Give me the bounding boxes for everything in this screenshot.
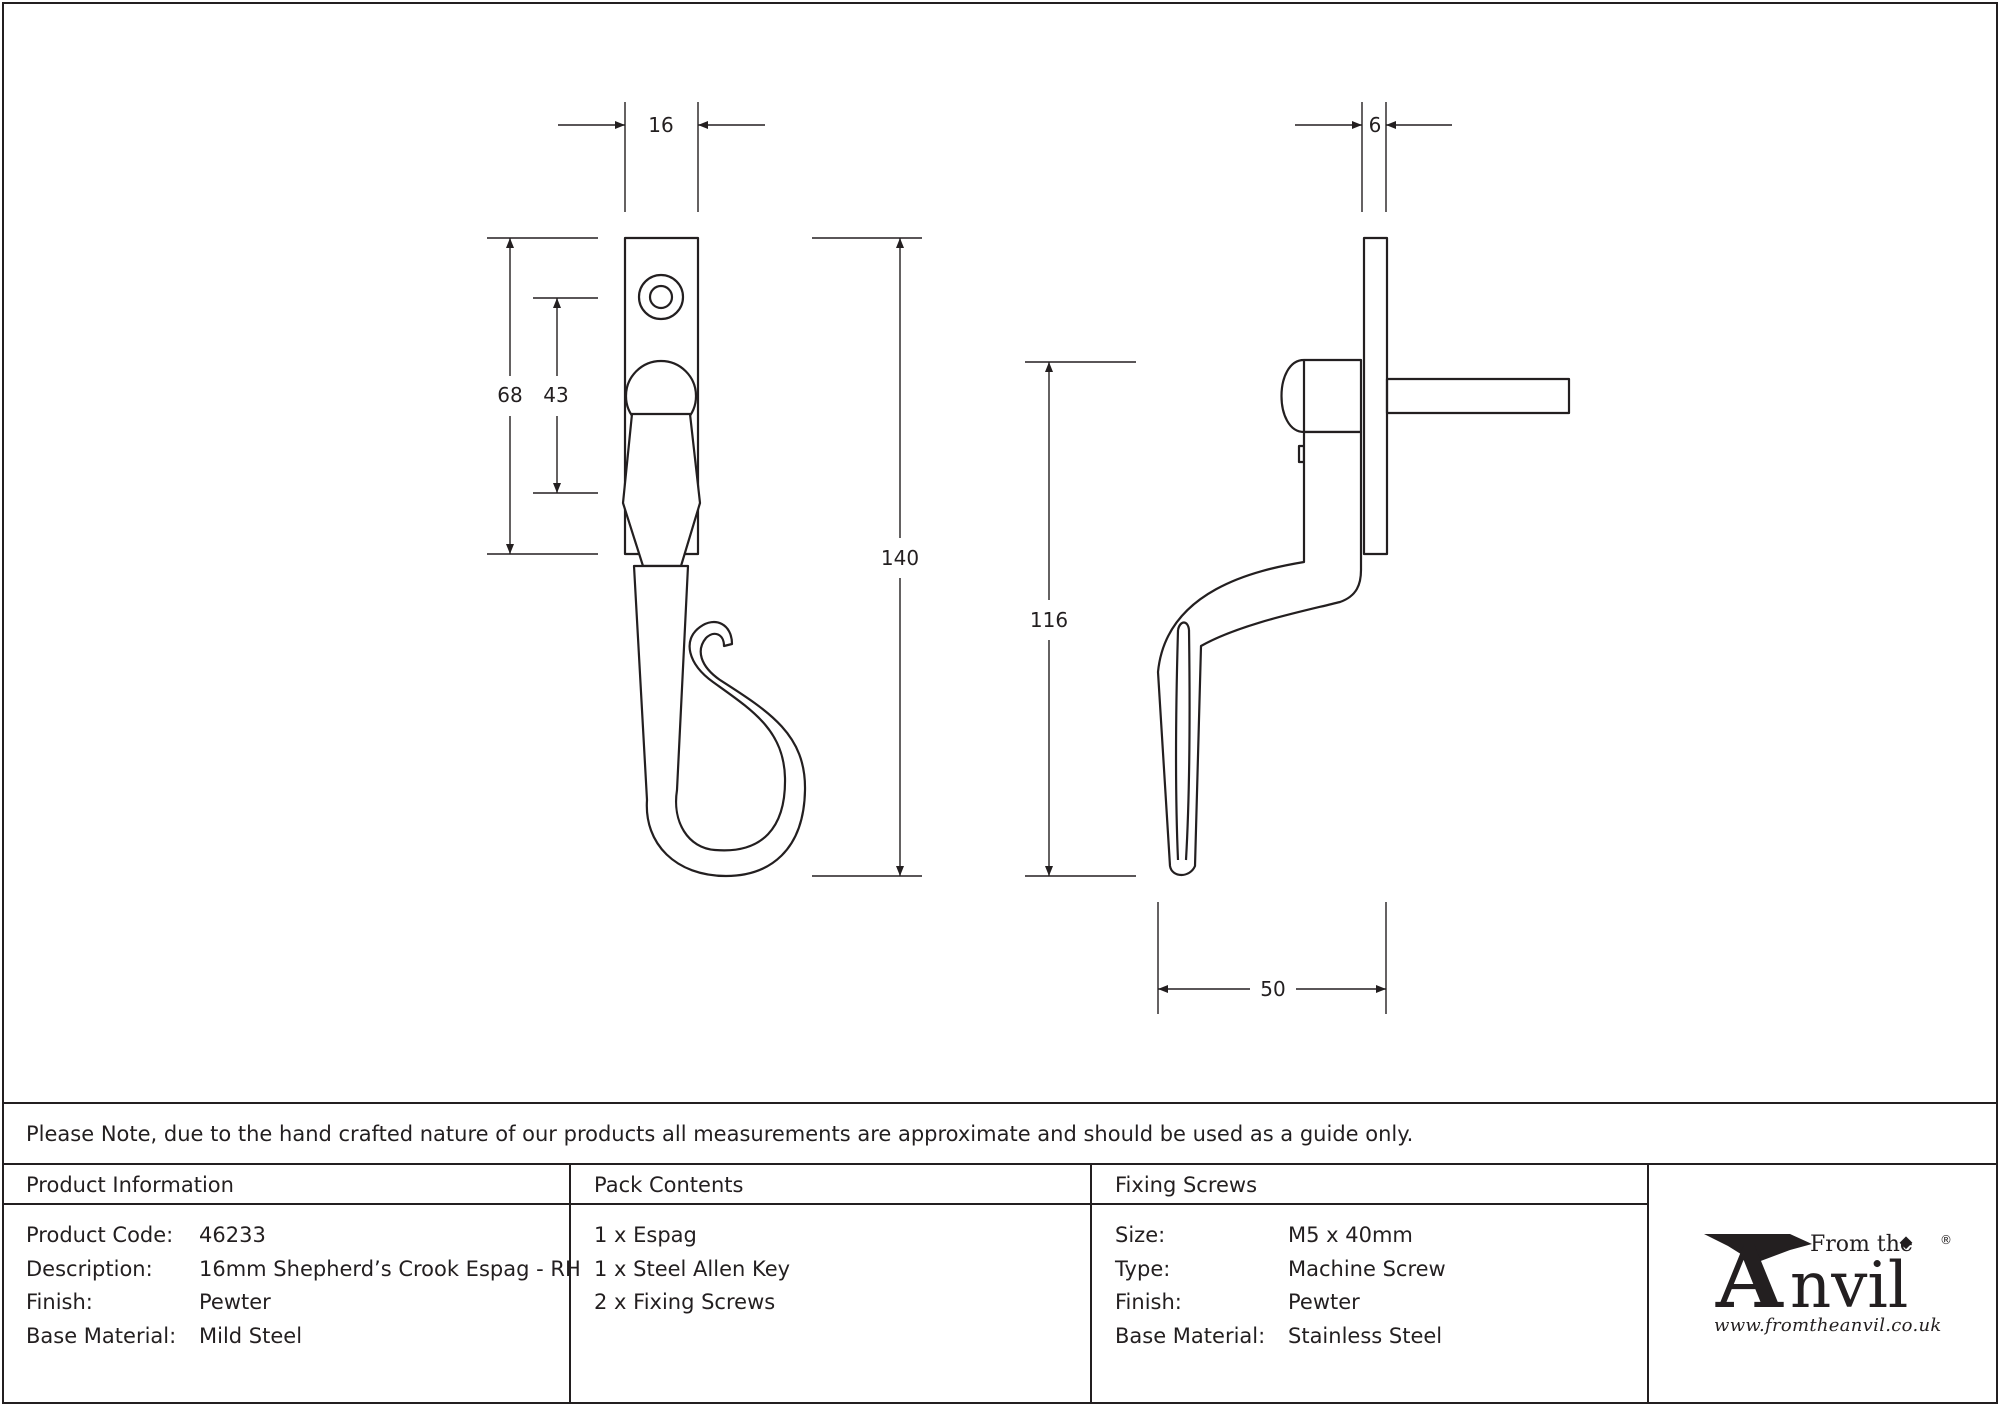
logo-from-the: From the (1810, 1232, 1913, 1257)
pack-item: 1 x Espag (594, 1223, 697, 1247)
diamond-icon (1899, 1236, 1913, 1250)
front-view (621, 236, 807, 878)
side-handle-inner-slot (1175, 621, 1191, 861)
screw-size-value: M5 x 40mm (1288, 1223, 1413, 1247)
description-label: Description: (26, 1257, 153, 1281)
screw-finish-value: Pewter (1288, 1290, 1360, 1314)
side-view (1156, 236, 1571, 877)
dim-front-height-inner: 43 (543, 383, 569, 407)
disclaimer-note: Please Note, due to the hand crafted nat… (26, 1122, 1414, 1146)
side-handle-profile (1156, 430, 1363, 877)
dim-side-height: 116 (1029, 608, 1069, 632)
side-backplate (1362, 236, 1389, 556)
product-code-value: 46233 (199, 1223, 266, 1247)
description-value: 16mm Shepherd’s Crook Espag - RH (199, 1257, 581, 1281)
dim-front-height-total: 140 (880, 546, 920, 570)
shepherds-crook-handle (632, 564, 807, 878)
anvil-logo-mark: A nvil ® (1704, 1227, 1952, 1328)
pack-item: 2 x Fixing Screws (594, 1290, 776, 1314)
pack-contents-heading: Pack Contents (594, 1173, 744, 1197)
boss-cap (1280, 358, 1363, 434)
upper-screw-hole-inner (648, 284, 674, 310)
screw-size-label: Size: (1115, 1223, 1166, 1247)
anvil-icon (1704, 1234, 1812, 1262)
screw-base-material-label: Base Material: (1115, 1324, 1266, 1348)
handle-diamond (621, 412, 702, 568)
screw-type-label: Type: (1115, 1257, 1171, 1281)
logo-wordmark-nvil: nvil (1790, 1249, 1908, 1323)
dim-front-height-upper: 68 (497, 383, 523, 407)
dim-side-depth: 6 (1368, 113, 1382, 137)
dim-side-width: 50 (1260, 977, 1286, 1001)
spindle (1385, 377, 1571, 415)
dimension-lines (487, 102, 1452, 1014)
product-code-label: Product Code: (26, 1223, 174, 1247)
finish-label: Finish: (26, 1290, 93, 1314)
screw-base-material-value: Stainless Steel (1288, 1324, 1443, 1348)
product-info-heading: Product Information (26, 1173, 234, 1197)
base-material-label: Base Material: (26, 1324, 177, 1348)
logo-wordmark-A: A (1715, 1227, 1784, 1328)
upper-screw-hole-outer (637, 273, 685, 321)
registered-mark: ® (1940, 1233, 1952, 1247)
logo-website-url: www.fromtheanvil.co.uk (1714, 1315, 1942, 1336)
pack-item: 1 x Steel Allen Key (594, 1257, 791, 1281)
dim-front-width: 16 (648, 113, 674, 137)
finish-value: Pewter (199, 1290, 271, 1314)
screw-type-value: Machine Screw (1288, 1257, 1446, 1281)
fixing-screws-heading: Fixing Screws (1115, 1173, 1258, 1197)
base-material-value: Mild Steel (199, 1324, 303, 1348)
screw-finish-label: Finish: (1115, 1290, 1182, 1314)
